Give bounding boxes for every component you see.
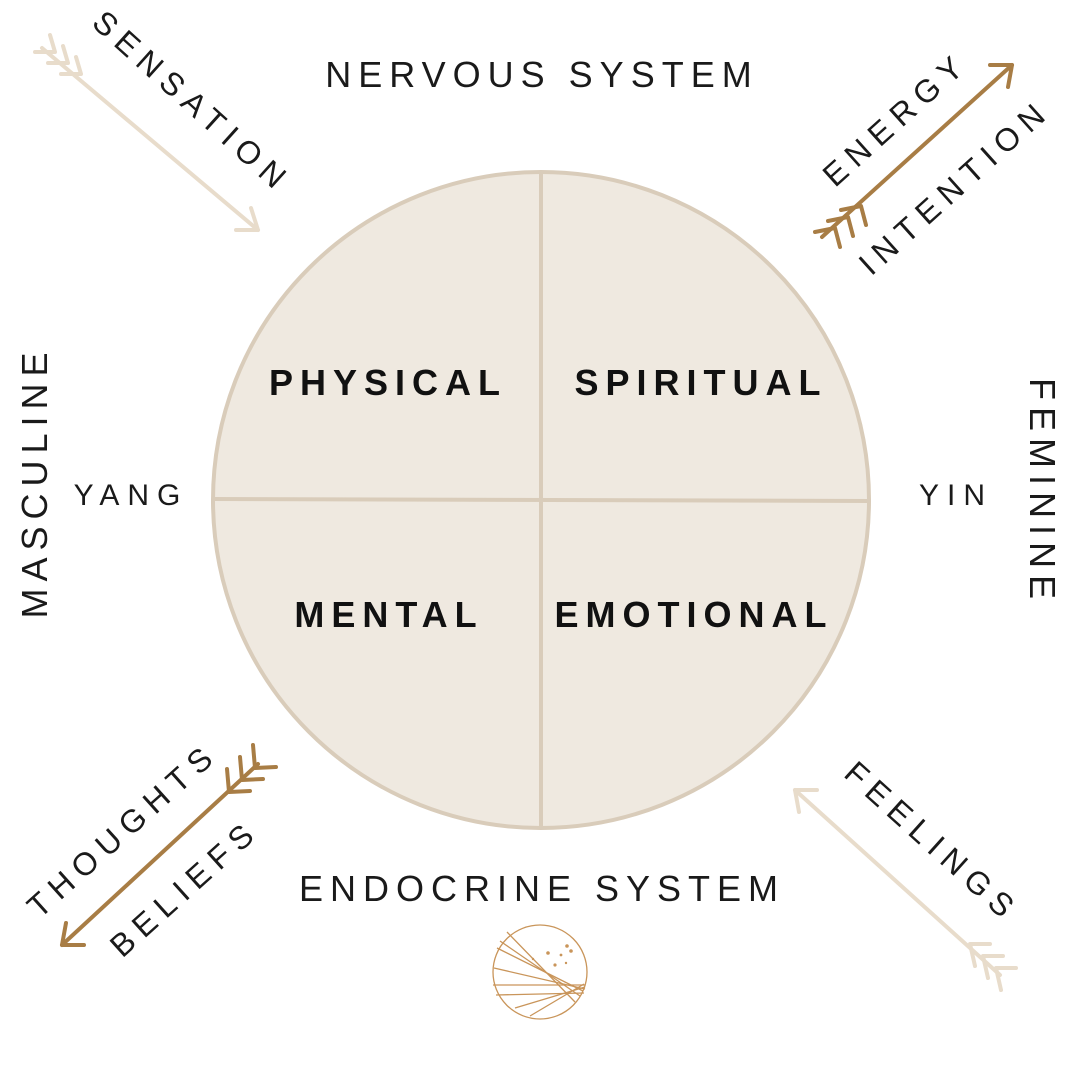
label-feelings: FEELINGS [838, 754, 1027, 929]
arrow-light-icon [33, 33, 260, 232]
quadrant-spiritual: SPIRITUAL [574, 362, 827, 403]
wheel-horizontal-divider [212, 497, 870, 503]
label-nervous-system: NERVOUS SYSTEM [325, 54, 758, 95]
label-masculine: MASCULINE [14, 345, 55, 618]
arrow-gold-icon [813, 63, 1014, 249]
brand-logo-icon [492, 924, 588, 1020]
wheel [211, 170, 871, 830]
quadrant-physical: PHYSICAL [269, 362, 507, 403]
arrow-gold-icon [60, 743, 278, 947]
label-feminine: FEMININE [1022, 378, 1063, 606]
arrow-light-icon [793, 788, 1018, 992]
label-endocrine-system: ENDOCRINE SYSTEM [299, 868, 785, 909]
label-sensation: SENSATION [86, 3, 299, 200]
label-yang: YANG [74, 479, 189, 512]
quadrant-emotional: EMOTIONAL [555, 594, 834, 635]
label-yin: YIN [919, 479, 993, 512]
quadrant-mental: MENTAL [294, 594, 483, 635]
